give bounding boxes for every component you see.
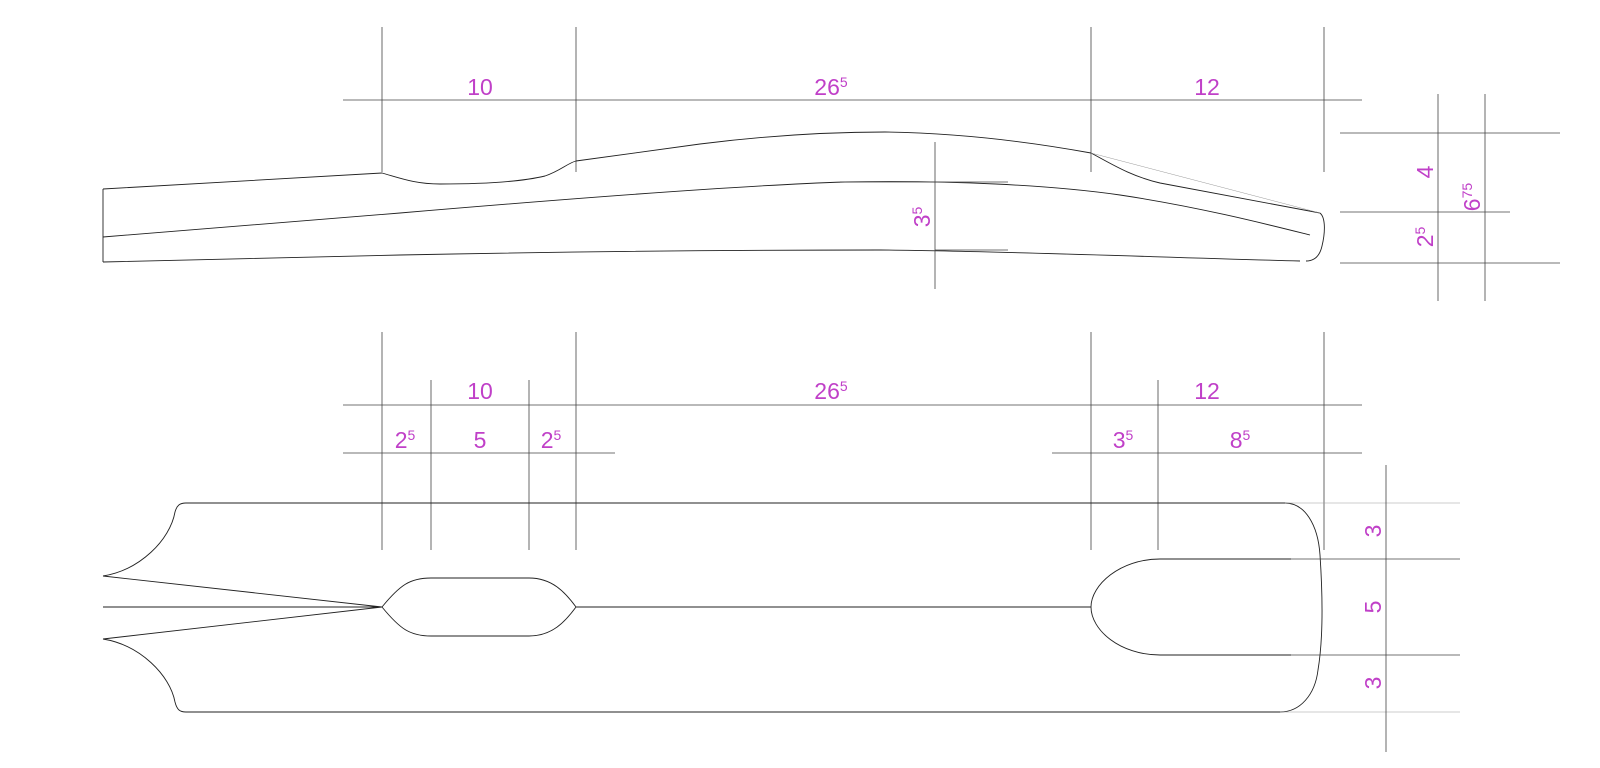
top-dim-width-3-lower: 3 <box>1360 677 1386 690</box>
side-dim-12: 12 <box>1194 74 1220 100</box>
side-dim-height-6-75: 675 <box>1459 183 1485 212</box>
top-dim-width-5: 5 <box>1360 601 1386 614</box>
top-dim-2-5-right: 25 <box>541 427 562 453</box>
side-profile-bottom-edge <box>102 249 1301 263</box>
top-dim-10: 10 <box>467 378 493 404</box>
side-dim-26-5: 265 <box>814 74 848 100</box>
top-dim-8-5: 85 <box>1230 427 1251 453</box>
side-dim-height-2-5: 25 <box>1412 227 1438 248</box>
top-dim-5: 5 <box>474 427 487 453</box>
side-dim-height-4: 4 <box>1412 165 1438 178</box>
top-view: 10 265 12 25 5 25 35 85 3 5 3 <box>102 332 1460 752</box>
side-view: 10 265 12 35 4 675 25 <box>102 27 1560 301</box>
side-profile-mid-edge <box>102 181 1311 238</box>
top-outline <box>102 502 1323 713</box>
top-dim-12: 12 <box>1194 378 1220 404</box>
front-pocket <box>1090 558 1291 656</box>
top-dim-26-5: 265 <box>814 378 848 404</box>
top-dim-2-5-left: 25 <box>395 427 416 453</box>
side-dim-10: 10 <box>467 74 493 100</box>
top-dim-3-5: 35 <box>1113 427 1134 453</box>
center-slot <box>381 577 577 637</box>
side-profile-top-edge <box>102 131 1321 214</box>
side-dim-thickness-3-5: 35 <box>909 207 935 228</box>
top-dim-width-3-upper: 3 <box>1360 525 1386 538</box>
